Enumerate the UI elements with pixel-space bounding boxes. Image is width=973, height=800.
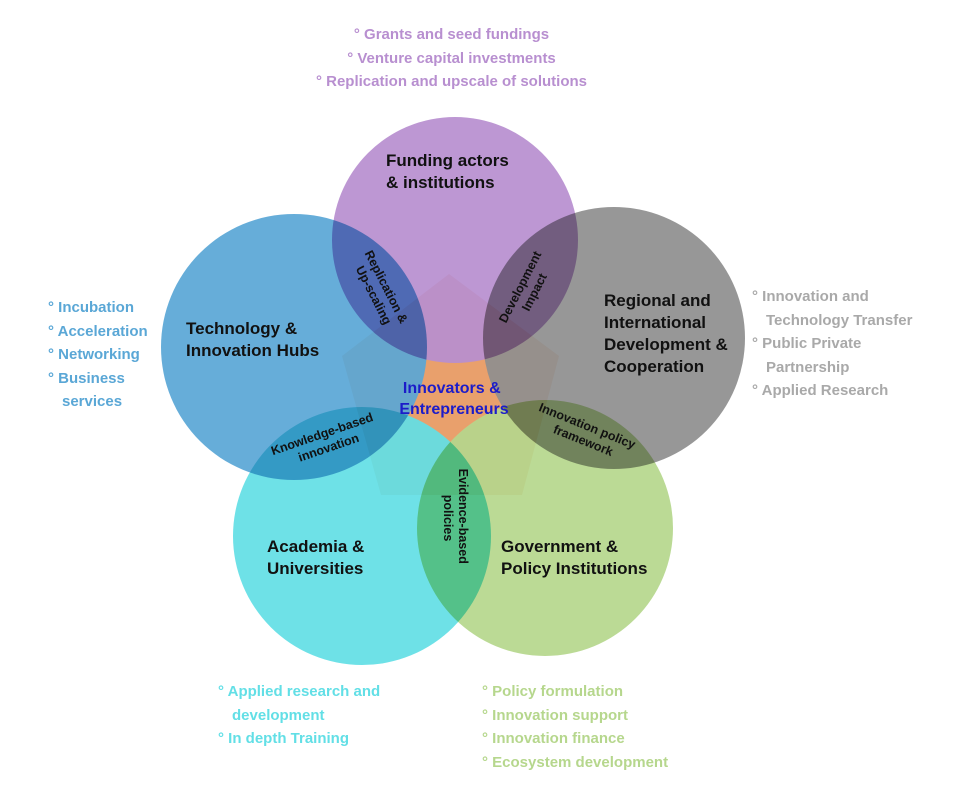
technology-hubs-list-item: ° Business	[48, 369, 125, 387]
funding-list: ° Grants and seed fundings ° Venture cap…	[0, 23, 903, 94]
technology-hubs-list-item: services	[62, 393, 123, 410]
government-list-item: ° Innovation finance	[482, 730, 625, 747]
academia-list-item: development	[232, 706, 325, 724]
government-list-item: ° Innovation support	[482, 706, 628, 724]
technology-hubs-list-item: ° Networking	[48, 346, 140, 363]
government-circle	[417, 400, 673, 656]
regional-cooperation-list-item: ° Public Private	[752, 335, 862, 352]
funding-list-item: ° Grants and seed fundings	[353, 26, 550, 43]
center-label: Innovators & Entrepreneurs	[399, 380, 508, 418]
government-list: ° Policy formulation ° Innovation suppor…	[482, 680, 668, 774]
funding-list-item: ° Venture capital investments	[347, 49, 556, 67]
government-list-item: ° Policy formulation	[482, 683, 624, 700]
regional-cooperation-list-item: ° Innovation and	[752, 288, 869, 305]
technology-hubs-label: Technology & Innovation Hubs	[186, 319, 319, 360]
government-label: Government & Policy Institutions	[501, 537, 647, 578]
technology-hubs-list: ° Incubation ° Acceleration ° Networking…	[48, 296, 148, 414]
academia-circle	[233, 407, 491, 665]
regional-cooperation-list: ° Innovation and Technology Transfer ° P…	[752, 285, 912, 403]
technology-hubs-list-item: ° Incubation	[48, 299, 134, 316]
regional-cooperation-list-item: ° Applied Research	[752, 382, 889, 399]
evidence-policies-label: Evidence-based policies	[441, 469, 470, 568]
academia-label: Academia & Universities	[267, 537, 369, 578]
funding-circle-label: Funding actors & institutions	[386, 151, 514, 192]
technology-hubs-list-item: ° Acceleration	[48, 322, 148, 340]
funding-list-item: ° Replication and upscale of solutions	[315, 73, 588, 90]
regional-cooperation-list-item: Technology Transfer	[766, 311, 913, 329]
academia-list: ° Applied research and development ° In …	[218, 680, 380, 751]
government-list-item: ° Ecosystem development	[482, 753, 669, 771]
regional-cooperation-list-item: Partnership	[766, 358, 850, 376]
academia-list-item: ° In depth Training	[218, 730, 349, 747]
academia-list-item: ° Applied research and	[218, 683, 381, 700]
regional-cooperation-label: Regional and International Development &…	[604, 291, 732, 376]
